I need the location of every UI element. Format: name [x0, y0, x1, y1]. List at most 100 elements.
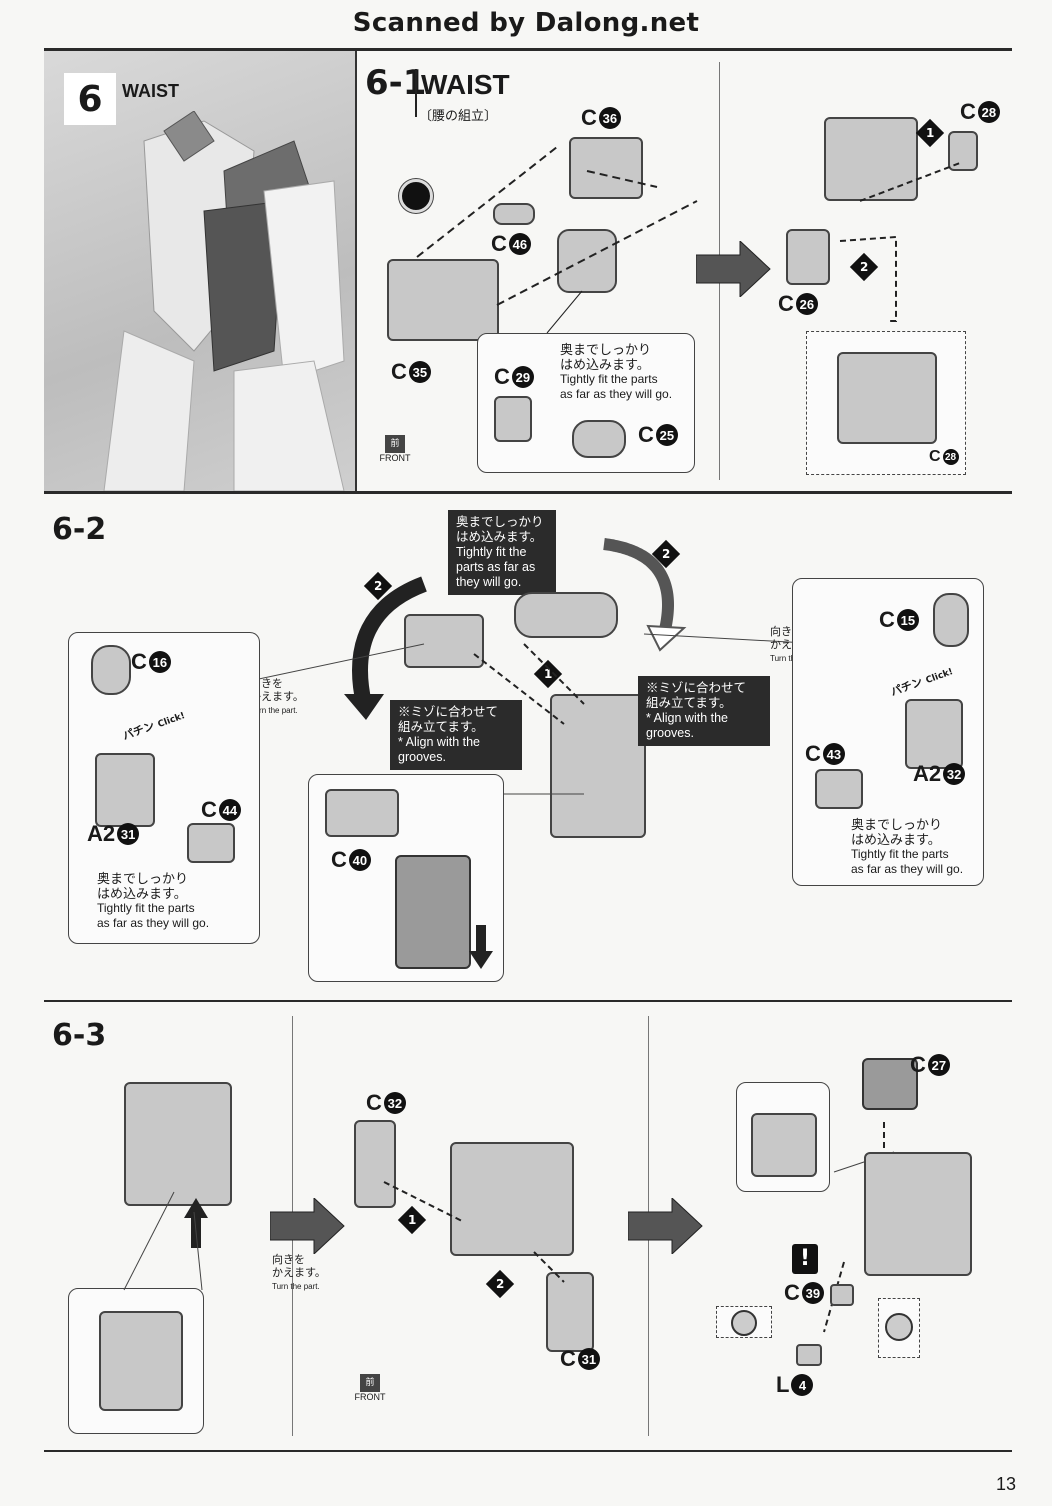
part-main-waist [824, 117, 918, 201]
s62-right-click: パチン Click! [888, 667, 955, 699]
bottom-rule [44, 1450, 1012, 1452]
step6-title: WAIST [122, 81, 179, 101]
part-c36-shape [569, 137, 643, 199]
part-c29-shape [494, 396, 532, 442]
s63-step-label: 6-3 [52, 1018, 107, 1053]
part-c31-shape [546, 1272, 594, 1352]
part-lower-assembly [395, 855, 471, 969]
s63-assembly-b [450, 1142, 574, 1256]
part-waist-center [550, 694, 646, 838]
top-rule [44, 48, 1012, 51]
part-c44-shape [187, 823, 235, 863]
part-c26-shape [786, 229, 830, 285]
part-joint-shape [557, 229, 617, 293]
part-c35-shape [387, 259, 499, 341]
step6-number-box: 6 [64, 73, 116, 125]
s63-assembly-c [864, 1152, 972, 1276]
sticker-marker-icon [399, 179, 433, 213]
part-c15-shape [933, 593, 969, 647]
part-c16-shape [91, 645, 131, 695]
s62-step-label: 6-2 [52, 512, 107, 547]
s63-inset-detail [68, 1288, 204, 1434]
s61-fit-note: 奥までしっかり はめ込みます。 Tightly fit the parts as… [560, 342, 673, 401]
part-c27-shape [862, 1058, 918, 1110]
step6-photo-panel: 6 WAIST [44, 51, 357, 491]
s61-fit-note-box: 奥までしっかり はめ込みます。 Tightly fit the parts as… [477, 333, 695, 473]
part-c25-shape [572, 420, 626, 458]
part-assembled-waist [837, 352, 937, 444]
s61-front-tag: 前 FRONT [375, 435, 415, 463]
part-c40-assembly [325, 789, 399, 837]
page-number: 13 [996, 1474, 1017, 1494]
rule-after-6-1 [44, 491, 1012, 494]
part-l4-shape [796, 1344, 822, 1366]
s63-c39-detail-right [878, 1298, 920, 1358]
s63-inset-c27-part [751, 1113, 817, 1177]
s63-next-arrow-1 [270, 1198, 345, 1254]
s62-rotate-arrows [344, 538, 687, 720]
gundam-waist-photo [103, 111, 345, 491]
s63-inset-part [99, 1311, 183, 1411]
warning-icon: ! [792, 1244, 818, 1274]
scanned-by-header: Scanned by Dalong.net [352, 8, 700, 38]
down-arrow-icon [469, 925, 493, 969]
s64-assembly-lines [839, 162, 961, 322]
s61-subtitle-jp: 〔腰の組立〕 [419, 109, 498, 124]
part-left-leg-joint [404, 614, 484, 668]
part-c39-shape [830, 1284, 854, 1306]
part-c46-shape [493, 203, 535, 225]
s63-assembly-a [124, 1082, 232, 1206]
next-arrow-icon [696, 241, 771, 297]
s62-turn-note-left: 向きをかえます。 Turn the part. [250, 678, 304, 715]
part-c43-shape [815, 769, 863, 809]
s63-next-arrow-2 [628, 1198, 703, 1254]
part-right-leg-joint [514, 592, 618, 638]
s62-left-click: パチン Click! [120, 711, 187, 743]
s61-title-divider [415, 69, 417, 117]
s63-inset-lines [123, 1191, 203, 1291]
part-a2-31-shape [95, 753, 155, 827]
s63-inset-c27 [736, 1082, 830, 1192]
s63-turn-note: 向きをかえます。 Turn the part. [272, 1254, 326, 1291]
part-a2-32-shape [905, 699, 963, 769]
rule-after-6-2 [44, 1000, 1012, 1002]
s61-assembly-lines [416, 146, 698, 334]
part-c32-shape [354, 1120, 396, 1208]
s63-front-tag: 前 FRONT [350, 1374, 390, 1402]
part-c28-shape [948, 131, 978, 171]
s63-c39-detail-left [716, 1306, 772, 1338]
